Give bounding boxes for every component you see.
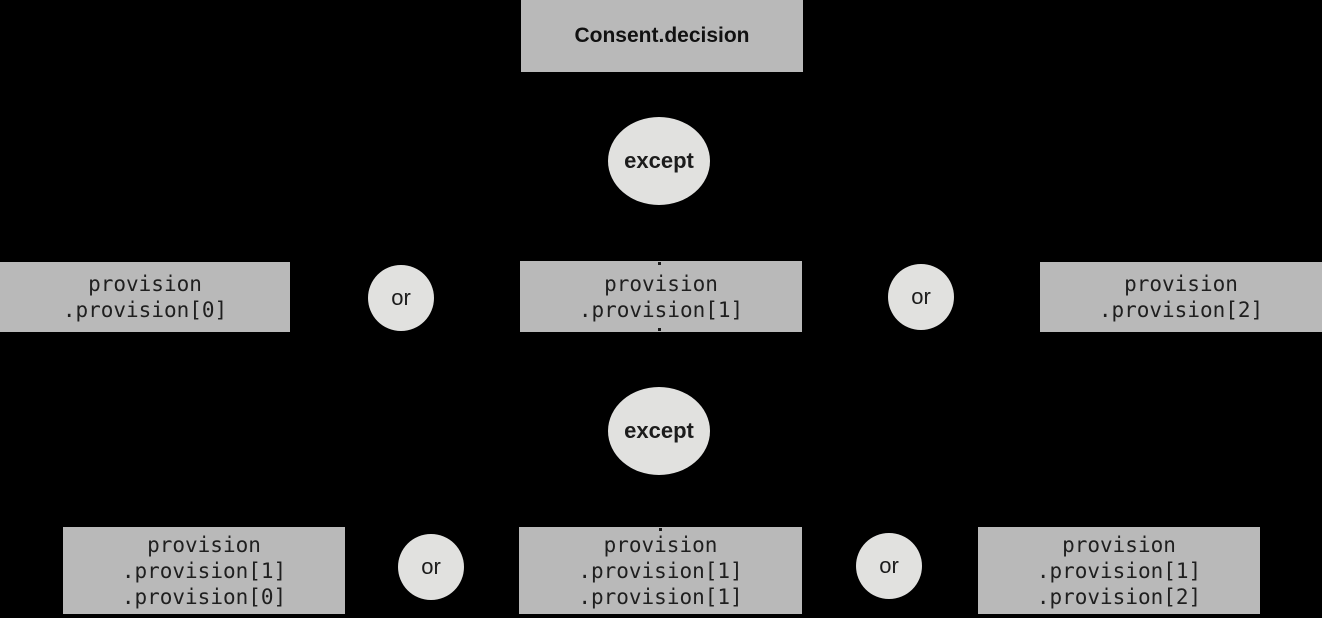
provision-subnode-1: provision .provision[1] .provision[1] [519,527,802,614]
or-operator-1: or [368,265,434,331]
node-line: .provision[2] [1036,584,1202,609]
provision-subnode-0: provision .provision[1] .provision[0] [63,527,345,614]
provision-node-0: provision .provision[0] [0,262,290,332]
node-line: .provision[0] [62,298,228,322]
node-line: .provision[1] [121,558,287,583]
except-operator-1: except [608,117,710,205]
or-operator-3-label: or [421,554,441,579]
node-line: provision [1124,272,1238,296]
except-operator-1-label: except [624,148,694,173]
except-operator-2: except [608,387,710,475]
root-node-label: Consent.decision [574,24,750,47]
or-operator-1-label: or [391,285,411,310]
node-line: provision [147,532,261,557]
provision-node-2: provision .provision[2] [1040,262,1322,332]
node-line: provision [603,532,718,557]
provision-subnode-2: provision .provision[1] .provision[2] [978,527,1260,614]
provision-node-1: provision .provision[1] [520,261,802,332]
node-line: .provision[1] [578,297,744,322]
or-operator-4-label: or [879,553,899,578]
or-operator-4: or [856,533,922,599]
or-operator-2-label: or [911,284,931,309]
node-line: .provision[2] [1098,298,1264,322]
node-line: provision [604,271,718,296]
connector-dot [658,262,661,265]
node-line: provision [1062,532,1176,557]
node-line: .provision[1] [578,558,743,583]
except-operator-2-label: except [624,418,694,443]
connector-dot [659,528,662,531]
node-line: .provision[1] [578,584,743,609]
or-operator-2: or [888,264,954,330]
or-operator-3: or [398,534,464,600]
root-node-consent-decision: Consent.decision [521,0,803,72]
node-line: .provision[1] [1036,558,1202,583]
connector-dot [658,328,661,331]
node-line: provision [88,272,202,296]
node-line: .provision[0] [121,584,287,609]
